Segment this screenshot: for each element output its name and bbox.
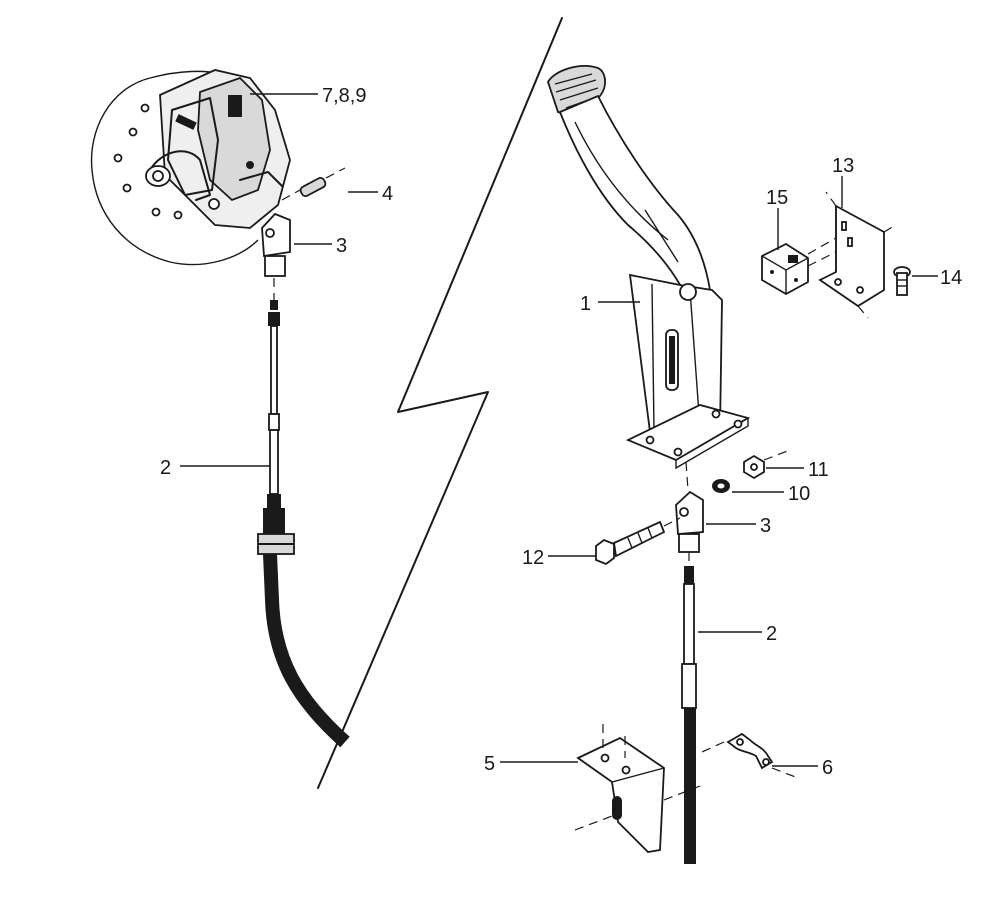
callout-bolt: 12 <box>522 547 544 569</box>
callout-clevis-top: 3 <box>336 235 347 257</box>
callout-switch: 15 <box>766 187 788 209</box>
cable-bracket-icon <box>574 724 701 853</box>
section-break-line <box>317 17 563 789</box>
brake-caliper-icon <box>90 69 291 266</box>
callout-clevis-bottom: 3 <box>760 515 771 537</box>
callout-caliper: 7,8,9 <box>322 85 366 107</box>
leader-lines <box>180 93 938 767</box>
clevis-icon <box>261 212 291 277</box>
callout-pin: 4 <box>382 183 393 205</box>
callout-cable-left: 2 <box>160 457 171 479</box>
hand-brake-lever-icon <box>547 65 751 470</box>
clevis-icon-lower <box>675 461 704 553</box>
washer-icon <box>712 479 730 493</box>
callout-nut: 11 <box>808 459 829 481</box>
switch-bracket-icon <box>818 191 895 319</box>
callout-cable-right: 2 <box>766 623 777 645</box>
callout-clip: 6 <box>822 757 833 779</box>
brake-cable-icon-right <box>681 552 697 864</box>
callout-switch-bracket: 13 <box>832 155 854 177</box>
callout-bracket: 5 <box>484 753 495 775</box>
nut-icon <box>743 449 791 480</box>
micro-switch-icon <box>761 237 837 296</box>
brake-cable-icon <box>257 278 350 748</box>
callout-lever: 1 <box>580 293 591 315</box>
callout-washer: 10 <box>788 483 810 505</box>
screw-icon <box>893 266 911 296</box>
callout-screw: 14 <box>940 267 962 289</box>
pin-icon <box>281 167 346 201</box>
cable-clip-icon <box>701 732 799 779</box>
bolt-icon <box>595 517 681 566</box>
